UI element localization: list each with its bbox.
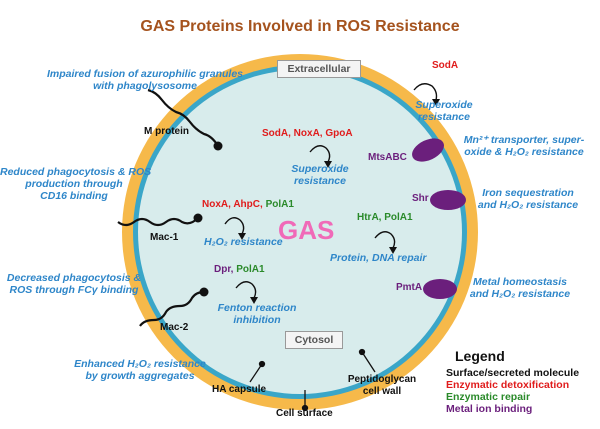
legend-title: Legend: [455, 348, 505, 364]
inner-enzymes-repair: HtrA, PolA1: [357, 212, 413, 224]
effect-cd16-line-1: Reduced phagocytosis & ROS: [0, 166, 152, 178]
effect-mtsabc-line-2: oxide & H₂O₂ resistance: [464, 146, 584, 159]
ahpc-label: AhpC,: [233, 199, 263, 210]
effect-pmta-line-1: Metal homeostasis: [473, 276, 567, 288]
shr-transporter: [430, 190, 466, 210]
mac1-label: Mac-1: [150, 232, 179, 243]
effect-mtsabc-line-1: Mn²⁺ transporter, super-: [463, 134, 585, 146]
pointer-peptidoglycan-dot: [358, 348, 366, 356]
effect-impaired-fusion: Impaired fusion of azurophilic granules …: [0, 68, 290, 92]
dpr-label: Dpr,: [214, 264, 234, 275]
effect-soda-outer: Superoxide resistance: [404, 99, 484, 123]
peptidoglycan-line-2: cell wall: [362, 385, 402, 397]
htra-label: HtrA,: [357, 212, 382, 223]
mac1-anchor: [193, 213, 203, 223]
arrow-inner-h2o2: [224, 217, 245, 235]
diagram-title: GAS Proteins Involved in ROS Resistance: [140, 18, 460, 35]
effect-soda-outer-line-2: resistance: [418, 111, 470, 124]
effect-cd16-line-2: production through: [25, 178, 123, 191]
arrowhead-inner-h2o2: [238, 233, 246, 240]
effect-fcgamma-line-1: Decreased phagocytosis &: [6, 272, 142, 284]
cytosol-label: Cytosol: [285, 331, 343, 349]
effect-fenton-line-2: inhibition: [233, 314, 281, 327]
cell-surface-label: Cell surface: [276, 408, 333, 419]
effect-aggregates-line-1: Enhanced H₂O₂ resistance: [74, 358, 206, 370]
effect-cd16: Reduced phagocytosis & ROS production th…: [0, 166, 152, 203]
arrowhead-fenton: [250, 297, 258, 304]
effect-impaired-fusion-line-2: with phagolysosome: [93, 80, 197, 93]
mac2-label: Mac-2: [160, 322, 189, 333]
effect-fenton-line-1: Fenton reaction: [217, 302, 297, 314]
mtsabc-transporter: [412, 138, 444, 162]
mtsabc-label: MtsABC: [368, 152, 407, 163]
effect-pmta-line-2: and H₂O₂ resistance: [469, 288, 571, 301]
gpoa-inner-label: GpoA: [325, 128, 353, 139]
effect-inner-h2o2: H₂O₂ resistance: [204, 236, 283, 248]
peptidoglycan-line-1: Peptidoglycan: [347, 374, 417, 385]
inner-enzymes-h2o2: NoxA, AhpC, PolA1: [202, 199, 294, 211]
soda-outer-label: SodA: [432, 60, 459, 71]
pointer-peptidoglycan: [361, 351, 376, 373]
pointer-cell-surface-dot: [301, 404, 309, 412]
mac2-anchor: [199, 287, 209, 297]
arrowhead-protein-dna: [389, 247, 397, 254]
arrowhead-soda-outer: [432, 99, 440, 106]
arrowhead-inner-superoxide: [324, 161, 332, 168]
effect-aggregates: Enhanced H₂O₂ resistance by growth aggre…: [60, 358, 220, 382]
m-protein-anchor: [213, 141, 223, 151]
effect-protein-dna: Protein, DNA repair: [330, 252, 427, 264]
noxa-inner-label: NoxA,: [293, 128, 323, 139]
peptidoglycan-label: Peptidoglycan cell wall: [342, 374, 422, 397]
pmta-transporter: [423, 279, 457, 299]
effect-cd16-line-3: CD16 binding: [40, 190, 108, 203]
mac2-strand: [139, 290, 205, 327]
pointer-ha-capsule: [249, 363, 263, 383]
pola1-b-label: PolA1: [384, 212, 413, 223]
effect-shr: Iron sequestration and H₂O₂ resistance: [468, 187, 588, 211]
extracellular-label: Extracellular: [277, 60, 361, 78]
shr-label: Shr: [412, 193, 429, 204]
legend-item-surface: Surface/secreted molecule: [446, 367, 580, 379]
effect-fenton: Fenton reaction inhibition: [214, 302, 300, 326]
pointer-ha-capsule-dot: [258, 360, 266, 368]
effect-pmta: Metal homeostasis and H₂O₂ resistance: [460, 276, 580, 300]
effect-shr-line-1: Iron sequestration: [482, 187, 574, 199]
effect-shr-line-2: and H₂O₂ resistance: [477, 199, 579, 212]
inner-enzymes-fenton: Dpr, PolA1: [214, 264, 265, 276]
pmta-label: PmtA: [396, 282, 423, 293]
legend-item-metal: Metal ion binding: [446, 403, 533, 416]
gas-label: GAS: [278, 215, 335, 245]
reaction-arrows: [224, 83, 438, 299]
noxa-2-label: NoxA,: [202, 199, 231, 210]
arrow-fenton: [235, 281, 257, 299]
effect-inner-superoxide: Superoxide resistance: [280, 163, 360, 187]
effect-impaired-fusion-line-1: Impaired fusion of azurophilic granules: [46, 68, 244, 80]
effect-mtsabc: Mn²⁺ transporter, super- oxide & H₂O₂ re…: [454, 134, 594, 158]
arrow-protein-dna: [374, 231, 396, 249]
effect-fcgamma-line-2: ROS through FCγ binding: [9, 284, 139, 297]
legend-list: Surface/secreted molecule Enzymatic deto…: [446, 367, 579, 415]
arrow-soda-outer: [413, 83, 438, 101]
m-protein-strand: [147, 88, 219, 147]
legend-item-detox: Enzymatic detoxification: [446, 379, 570, 392]
cytoplasm: [138, 70, 462, 394]
effect-inner-superoxide-line-1: Superoxide: [291, 163, 349, 175]
mac1-strand: [117, 217, 199, 227]
legend-item-repair: Enzymatic repair: [446, 391, 531, 404]
effect-aggregates-line-2: by growth aggregates: [85, 370, 195, 383]
effect-soda-outer-line-1: Superoxide: [415, 99, 473, 111]
m-protein-label: M protein: [144, 126, 189, 137]
arrow-inner-superoxide: [309, 145, 331, 163]
pola1-a-label: PolA1: [265, 199, 294, 210]
inner-enzymes-top: SodA, NoxA, GpoA: [262, 128, 353, 140]
effect-fcgamma: Decreased phagocytosis & ROS through FCγ…: [0, 272, 148, 296]
effect-inner-superoxide-line-2: resistance: [294, 175, 346, 188]
pola1-c-label: PolA1: [236, 264, 265, 275]
soda-inner-label: SodA,: [262, 128, 291, 139]
ha-capsule-label: HA capsule: [212, 384, 267, 395]
